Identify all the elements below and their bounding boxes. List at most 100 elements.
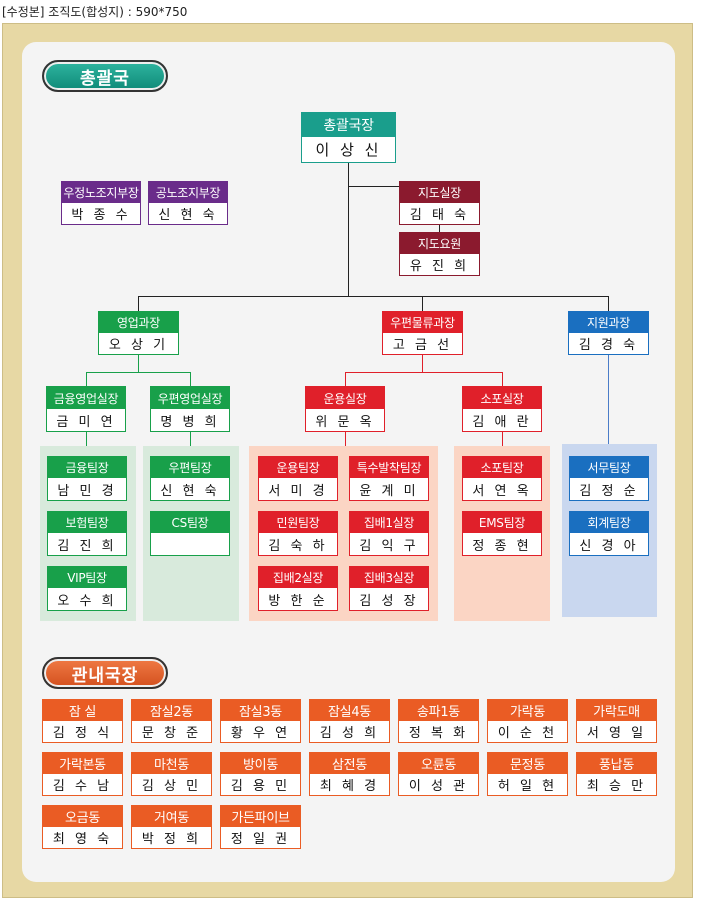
team-title: 특수발착팀장 <box>350 457 428 478</box>
branch-title: 거여동 <box>132 806 211 827</box>
guidance-name: 김 태 숙 <box>409 208 470 223</box>
connector-line <box>138 355 139 372</box>
branch-title: 가락도매 <box>577 700 656 721</box>
connector-line <box>86 372 191 373</box>
team-title: 서무팀장 <box>570 457 648 478</box>
team-name: 신 현 숙 <box>160 483 220 499</box>
division-box: 우편물류과장 고 금 선 <box>382 311 463 355</box>
connector-line <box>502 432 503 446</box>
connector-line <box>345 372 346 386</box>
director-title: 총괄국장 <box>302 113 395 137</box>
branch-title: 잠실3동 <box>221 700 300 721</box>
team-box: 특수발착팀장 윤 계 미 <box>349 456 429 501</box>
team-title: CS팀장 <box>151 512 229 533</box>
branch-title: 오륜동 <box>399 753 478 774</box>
team-name: 김 익 구 <box>359 538 419 554</box>
branch-title: 가락본동 <box>43 753 122 774</box>
team-name: 김 성 장 <box>359 593 419 609</box>
division-name: 고 금 선 <box>392 338 453 353</box>
team-box: 운용팀장 서 미 경 <box>258 456 338 501</box>
team-name: 신 경 아 <box>579 538 639 554</box>
union-title: 공노조지부장 <box>149 182 227 203</box>
connector-line <box>138 296 139 311</box>
team-name: 김 숙 하 <box>268 538 328 554</box>
branch-title: 마천동 <box>132 753 211 774</box>
team-box: VIP팀장 오 수 희 <box>47 566 127 611</box>
team-box: 우편팀장 신 현 숙 <box>150 456 230 501</box>
union-name: 박 종 수 <box>71 208 131 223</box>
director-box: 총괄국장 이 상 신 <box>301 112 396 163</box>
team-box: 소포팀장 서 연 옥 <box>462 456 542 501</box>
team-title: 보험팀장 <box>48 512 126 533</box>
team-title: VIP팀장 <box>48 567 126 588</box>
branch-title: 잠실4동 <box>310 700 389 721</box>
director-name: 이 상 신 <box>315 141 382 159</box>
team-name: 서 미 경 <box>268 483 328 499</box>
team-name: 김 진 희 <box>57 538 117 554</box>
office-box: 우편영업실장 명 병 희 <box>150 386 230 432</box>
connector-line <box>138 296 609 297</box>
division-box: 영업과장 오 상 기 <box>98 311 179 355</box>
division-title: 지원과장 <box>569 312 648 333</box>
office-title: 소포실장 <box>463 387 541 409</box>
branch-name: 최 영 숙 <box>52 832 113 847</box>
union-box: 공노조지부장 신 현 숙 <box>148 181 228 225</box>
office-box: 소포실장 김 애 란 <box>462 386 542 432</box>
team-box: 금융팀장 남 민 경 <box>47 456 127 501</box>
branch-title: 풍납동 <box>577 753 656 774</box>
office-box: 금융영업실장 금 미 연 <box>46 386 126 432</box>
guidance-title: 지도실장 <box>400 182 479 203</box>
branch-name: 김 수 남 <box>52 779 113 794</box>
team-box: 집배3실장 김 성 장 <box>349 566 429 611</box>
connector-line <box>502 372 503 386</box>
division-name: 김 경 숙 <box>578 338 639 353</box>
branch-name: 김 상 민 <box>141 779 202 794</box>
team-title: 금융팀장 <box>48 457 126 478</box>
team-box: 민원팀장 김 숙 하 <box>258 511 338 556</box>
branch-name: 황 우 연 <box>230 726 291 741</box>
team-box: 회계팀장 신 경 아 <box>569 511 649 556</box>
branch-name: 최 승 만 <box>586 779 647 794</box>
team-name: 남 민 경 <box>57 483 117 499</box>
branch-title: 잠실2동 <box>132 700 211 721</box>
section-header-branches: 관내국장 <box>42 657 168 689</box>
office-title: 금융영업실장 <box>47 387 125 409</box>
branch-title: 삼전동 <box>310 753 389 774</box>
office-name: 김 애 란 <box>472 414 532 430</box>
branch-name: 허 일 현 <box>497 779 558 794</box>
guidance-box: 지도요원 유 진 희 <box>399 232 480 276</box>
branch-name: 김 성 희 <box>319 726 380 741</box>
team-title: 집배3실장 <box>350 567 428 588</box>
team-title: 민원팀장 <box>259 512 337 533</box>
guidance-box: 지도실장 김 태 숙 <box>399 181 480 225</box>
branch-name: 최 혜 경 <box>319 779 380 794</box>
connector-line <box>422 355 423 372</box>
office-title: 운용실장 <box>306 387 384 409</box>
team-name: 김 정 순 <box>579 483 639 499</box>
team-title: 집배1실장 <box>350 512 428 533</box>
connector-line <box>86 432 87 446</box>
branch-name: 김 용 민 <box>230 779 291 794</box>
office-name: 위 문 옥 <box>315 414 375 430</box>
branch-name: 이 성 관 <box>408 779 469 794</box>
team-title: 소포팀장 <box>463 457 541 478</box>
team-name <box>151 533 229 555</box>
branch-name: 이 순 천 <box>497 726 558 741</box>
branch-title: 송파1동 <box>399 700 478 721</box>
team-name: 오 수 희 <box>57 593 117 609</box>
branch-title: 오금동 <box>43 806 122 827</box>
connector-line <box>348 163 349 296</box>
branch-name: 정 복 화 <box>408 726 469 741</box>
connector-line <box>439 225 440 232</box>
team-title: EMS팀장 <box>463 512 541 533</box>
team-box: 집배1실장 김 익 구 <box>349 511 429 556</box>
